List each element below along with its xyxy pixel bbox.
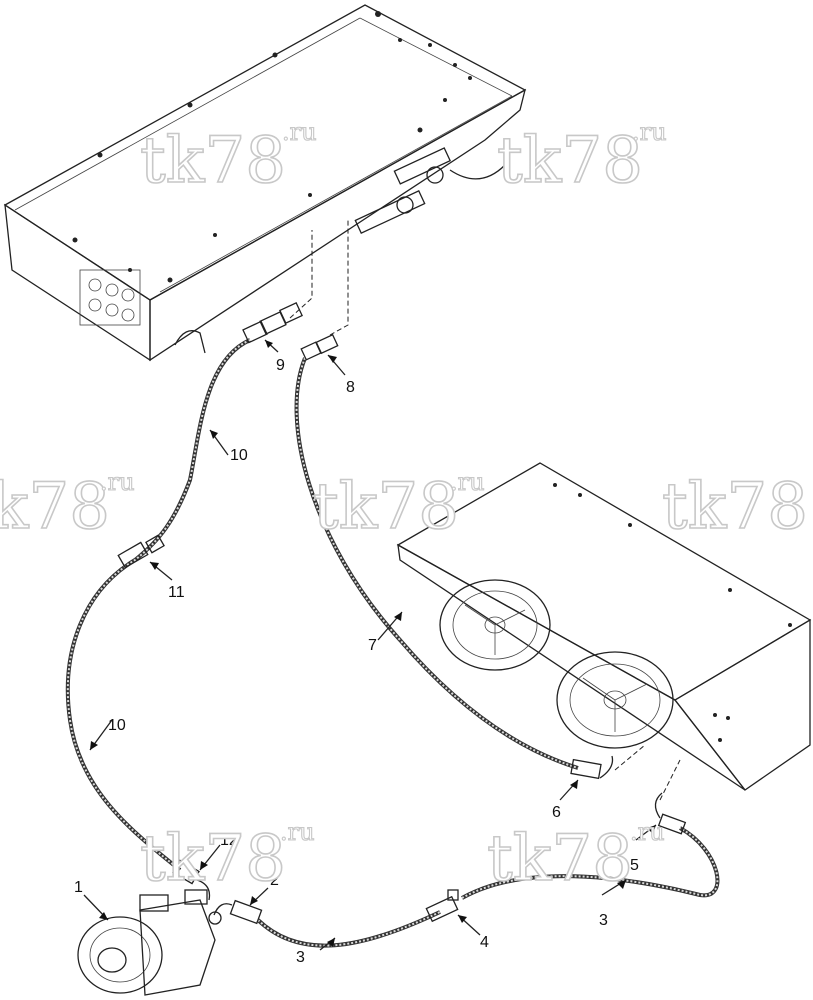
callout-5: 5 — [630, 857, 639, 874]
watermark-3-suffix: .ru — [100, 468, 135, 496]
watermark-3: tk78 — [0, 470, 110, 544]
callout-10-upper: 10 — [230, 447, 248, 464]
watermark-7-suffix: .ru — [630, 818, 665, 846]
watermark-6: tk78 — [140, 822, 286, 896]
callout-11: 11 — [168, 584, 185, 601]
fitting-11 — [117, 534, 165, 569]
callout-6: 6 — [552, 804, 561, 821]
watermark-1: tk78 — [140, 124, 286, 198]
watermark-7: tk78 — [487, 822, 633, 896]
callout-7: 7 — [368, 637, 377, 654]
watermark-5: tk78 — [662, 470, 808, 544]
watermark-2-suffix: .ru — [632, 118, 667, 146]
fitting-5 — [654, 792, 687, 835]
callout-8: 8 — [346, 379, 355, 396]
hoses — [65, 218, 720, 948]
callout-4: 4 — [480, 934, 489, 951]
leader-arrows — [83, 339, 657, 951]
callout-3-left: 3 — [296, 949, 305, 966]
watermark-6-suffix: .ru — [280, 818, 315, 846]
watermark-4: tk78 — [313, 470, 459, 544]
callout-1: 1 — [74, 879, 83, 896]
callout-labels: 1 2 3 3 4 5 6 7 8 9 10 10 11 12 — [74, 357, 639, 966]
watermarks: tk78 .ru tk78 .ru tk78 .ru tk78 .ru tk78… — [0, 117, 809, 896]
fitting-12 — [172, 859, 211, 901]
callout-9: 9 — [276, 357, 285, 374]
evaporator-unit — [3, 4, 527, 362]
callout-2: 2 — [270, 872, 279, 889]
callout-3-right: 3 — [599, 912, 608, 929]
watermark-4-suffix: .ru — [450, 468, 485, 496]
watermark-1-suffix: .ru — [282, 118, 317, 146]
fitting-2 — [213, 899, 263, 925]
watermark-2: tk78 — [497, 124, 643, 198]
condenser-unit — [396, 462, 812, 791]
fitting-4 — [425, 889, 459, 923]
fittings — [117, 301, 687, 925]
callout-12: 12 — [220, 832, 238, 849]
fitting-6 — [570, 755, 614, 780]
fitting-9 — [242, 301, 303, 344]
fitting-8 — [300, 333, 339, 361]
compressor — [77, 889, 222, 996]
callout-10-lower: 10 — [108, 717, 126, 734]
